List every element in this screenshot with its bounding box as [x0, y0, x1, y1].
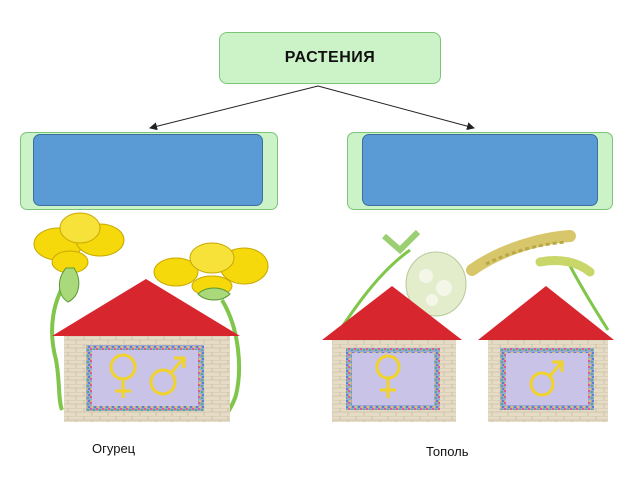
female-house-window — [352, 353, 434, 405]
female-catkin-icon — [382, 229, 467, 317]
male-symbol-icon — [529, 360, 564, 397]
right-flower-icon — [153, 242, 269, 301]
male-house-roof — [478, 286, 614, 340]
category-left-box — [33, 134, 263, 206]
caption-poplar: Тополь — [426, 444, 469, 459]
category-right-box — [362, 134, 598, 206]
female-symbol-icon — [109, 353, 137, 398]
arrow-right — [317, 85, 475, 131]
arrow-left — [149, 85, 319, 131]
male-house-window — [506, 353, 588, 405]
female-catkin-stem — [338, 248, 411, 331]
root-node: РАСТЕНИЯ — [219, 32, 441, 84]
female-symbol-icon — [375, 354, 401, 398]
male-catkin-stem — [566, 261, 610, 331]
cucumber-illustration — [33, 212, 269, 422]
cucumber-house-roof — [52, 279, 240, 336]
root-label: РАСТЕНИЯ — [284, 49, 376, 66]
left-flower-icon — [33, 212, 125, 303]
caption-cucumber: Огурец — [92, 441, 136, 456]
male-symbol-icon — [149, 356, 186, 396]
female-house-roof — [322, 286, 462, 340]
male-catkin-icon — [466, 230, 595, 277]
poplar-illustration — [322, 229, 614, 422]
left-flower-stem — [50, 273, 72, 411]
